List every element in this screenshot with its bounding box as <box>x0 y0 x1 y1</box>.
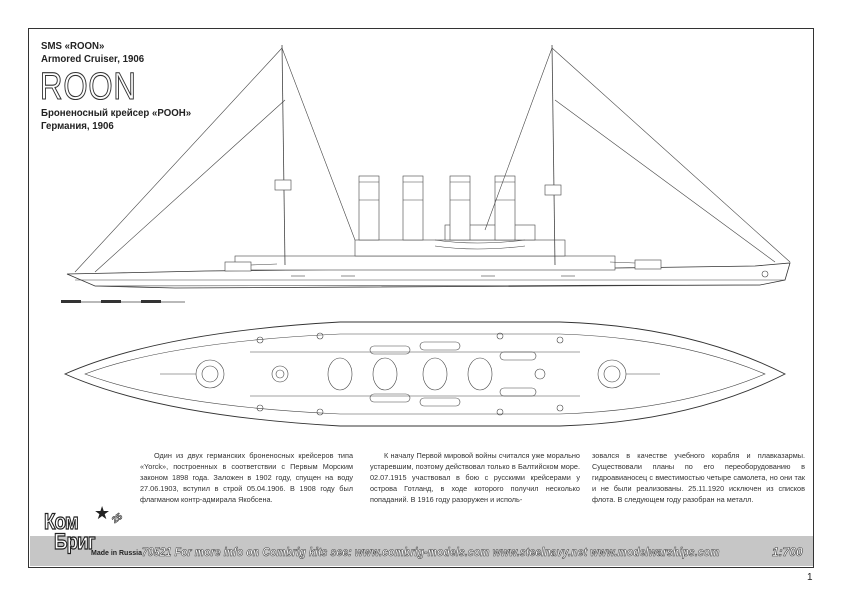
star-icon: ★ <box>94 503 111 523</box>
ship-name: ROON <box>40 66 137 108</box>
footer-bar <box>30 536 813 566</box>
logo-anniversary: 25 <box>110 511 125 526</box>
combrig-logo: ★ 25 Ком Бриг Made in Russia <box>36 503 142 565</box>
subtitle-english: Armored Cruiser, 1906 <box>41 53 145 65</box>
made-in-russia: Made in Russia <box>91 550 142 557</box>
deck-plan-drawing <box>63 321 786 427</box>
logo-brig: Бриг <box>53 528 96 554</box>
side-profile-drawing <box>61 44 791 303</box>
footer-scale: 1:700 <box>772 545 803 560</box>
logo-kom: Ком <box>43 508 79 534</box>
description-column-1: Один из двух германских броненосных крей… <box>140 451 353 504</box>
page-number: 1 <box>807 572 813 583</box>
drawing-sheet <box>28 28 814 568</box>
title-russian: Броненосный крейсер «РООН» <box>41 107 192 119</box>
subtitle-russian: Германия, 1906 <box>41 120 114 132</box>
description-column-2: К началу Первой мировой войны считался у… <box>370 451 580 504</box>
description-column-3: зовался в качестве учебного корабля и пл… <box>592 451 805 504</box>
title-english: SMS «ROON» <box>41 40 105 52</box>
footer-kit-info: 70521 For more info on Combrig kits see:… <box>142 545 720 560</box>
title-block: SMS «ROON» Armored Cruiser, 1906 ROON Бр… <box>40 40 241 133</box>
